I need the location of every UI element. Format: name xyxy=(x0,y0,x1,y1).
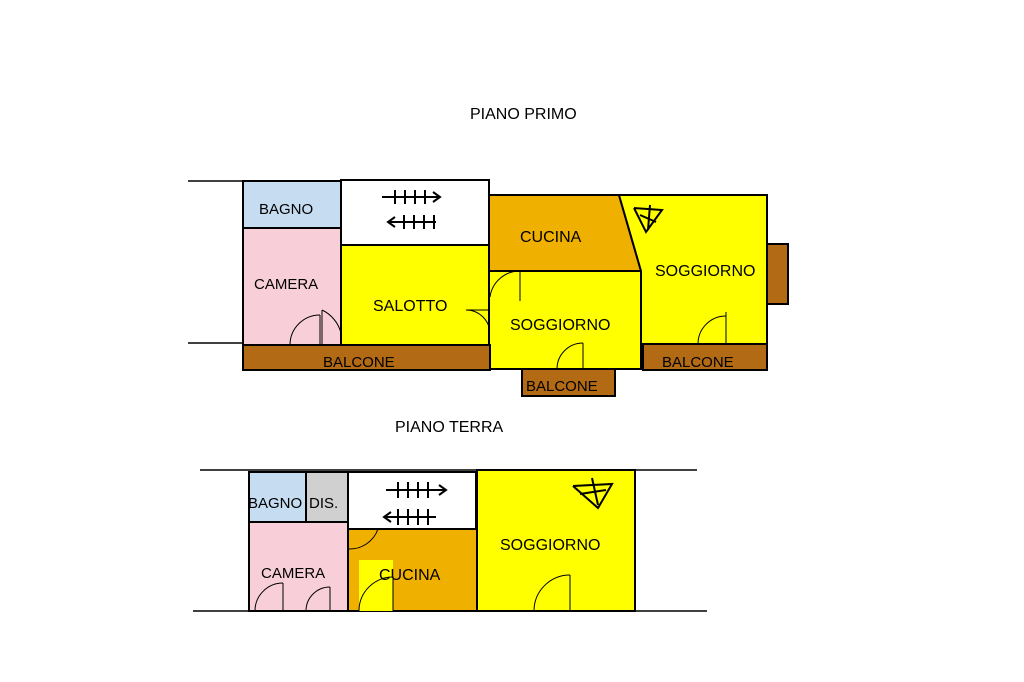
door-icon xyxy=(489,270,584,370)
label-soggiorno-primo-b: SOGGIORNO xyxy=(655,263,755,280)
stairs-arrow-down-icon xyxy=(386,215,436,229)
room-balcone-primo-c xyxy=(642,343,768,371)
label-soggiorno-primo-a: SOGGIORNO xyxy=(510,317,610,334)
room-balcone-primo-b xyxy=(521,368,616,397)
door-icon xyxy=(254,582,331,612)
label-camera-terra: CAMERA xyxy=(261,565,325,582)
piano-primo-title: PIANO PRIMO xyxy=(470,106,577,123)
ceiling-fixture-icon xyxy=(633,204,664,234)
cucina-terra-passage xyxy=(359,560,393,611)
label-dis-terra: DIS. xyxy=(309,495,338,512)
label-bagno-primo: BAGNO xyxy=(259,201,313,218)
stairs-arrow-up-icon xyxy=(386,482,448,498)
label-camera-primo: CAMERA xyxy=(254,276,318,293)
label-cucina-terra: CUCINA xyxy=(379,567,441,584)
stairs-arrow-up-icon xyxy=(382,190,442,204)
label-bagno-terra: BAGNO xyxy=(248,495,302,512)
stairs-primo xyxy=(340,179,490,246)
side-balcone-element xyxy=(766,243,789,305)
room-camera-terra xyxy=(248,521,349,612)
label-cucina-primo: CUCINA xyxy=(520,229,582,246)
room-balcone-primo-a xyxy=(242,344,491,371)
door-icon xyxy=(533,574,571,612)
room-salotto xyxy=(340,244,491,346)
label-soggiorno-terra: SOGGIORNO xyxy=(500,537,600,554)
piano-terra-title: PIANO TERRA xyxy=(395,419,504,436)
door-icon xyxy=(697,312,727,345)
stairs-arrow-down-icon xyxy=(382,509,436,525)
room-bagno-terra xyxy=(248,471,307,523)
stairs-terra xyxy=(347,471,477,530)
label-balcone-primo-b: BALCONE xyxy=(526,378,598,395)
label-balcone-primo-c: BALCONE xyxy=(662,354,734,371)
label-salotto: SALOTTO xyxy=(373,298,447,315)
room-soggiorno-terra xyxy=(476,469,636,612)
label-balcone-primo-a: BALCONE xyxy=(323,354,395,371)
ceiling-fixture-icon xyxy=(572,477,614,510)
